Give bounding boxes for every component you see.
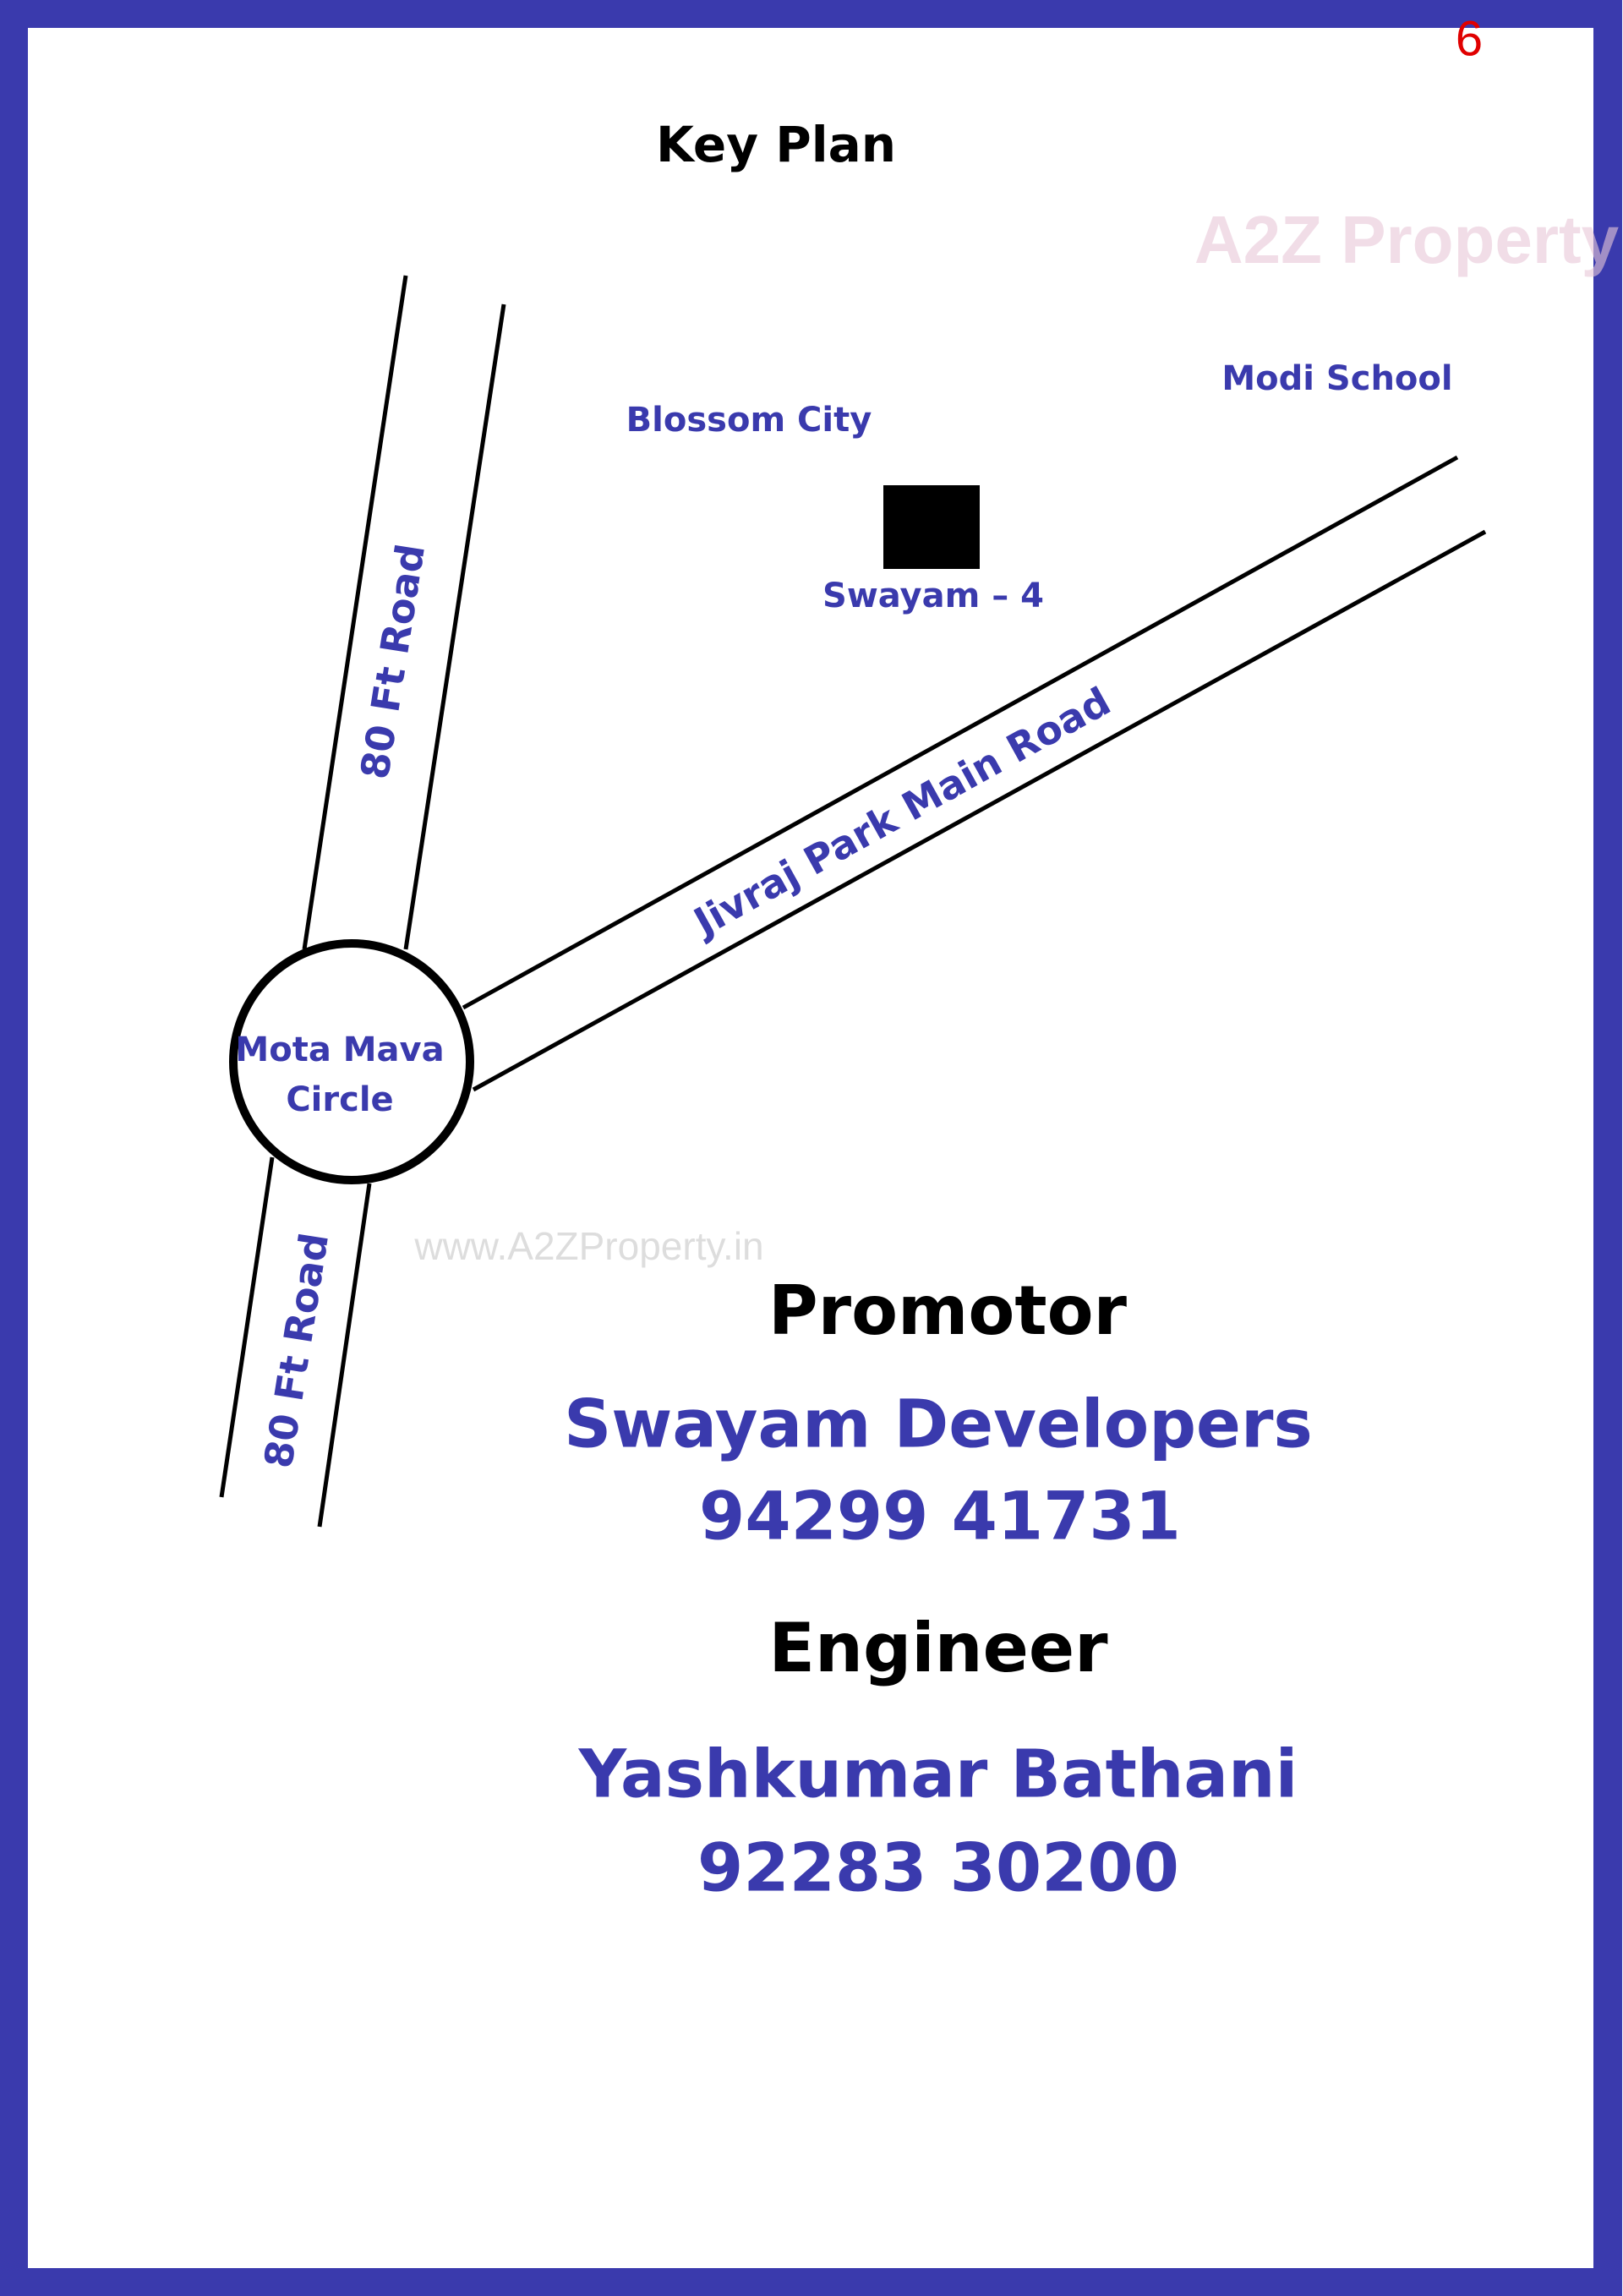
road-80ft-north — [302, 275, 506, 950]
label-circle-line2: Circle — [286, 1080, 393, 1119]
engineer-heading: Engineer — [768, 1609, 1108, 1687]
label-modi-school: Modi School — [1221, 359, 1452, 398]
road-jivraj-park — [462, 455, 1487, 1092]
logo-watermark: A2Z Property — [1194, 202, 1620, 277]
engineer-name: Yashkumar Bathani — [578, 1736, 1298, 1812]
label-road-south: 80 Ft Road — [255, 1230, 337, 1471]
url-watermark: www.A2ZProperty.in — [413, 1224, 763, 1268]
label-road-north: 80 Ft Road — [352, 541, 434, 782]
page-number: 6 — [1456, 11, 1483, 66]
promotor-name: Swayam Developers — [564, 1386, 1313, 1462]
promotor-heading: Promotor — [768, 1271, 1128, 1350]
label-road-jivraj: Jivraj Park Main Road — [685, 678, 1118, 946]
label-circle-line1: Mota Mava — [235, 1030, 444, 1069]
label-site: Swayam – 4 — [822, 577, 1044, 615]
page-title: Key Plan — [656, 116, 896, 173]
mota-mava-circle — [229, 939, 474, 1184]
site-block — [883, 485, 980, 569]
road-80ft-south — [219, 1156, 372, 1528]
promotor-phone: 94299 41731 — [699, 1479, 1181, 1555]
label-blossom-city: Blossom City — [626, 401, 872, 440]
engineer-phone: 92283 30200 — [697, 1830, 1179, 1906]
